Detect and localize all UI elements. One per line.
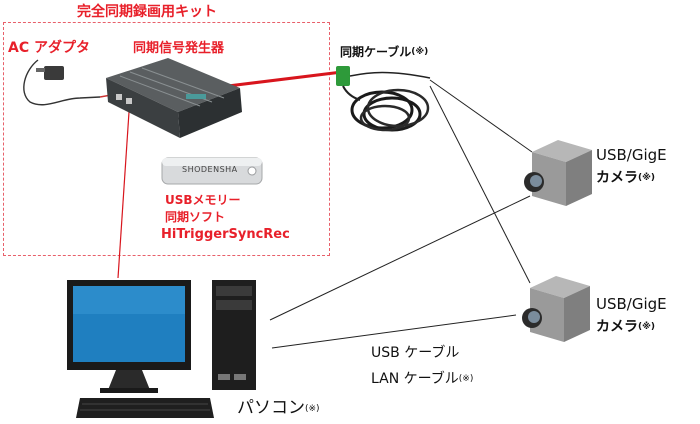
- sync-generator-icon: [106, 58, 242, 138]
- sync-software-label: 同期ソフト: [165, 210, 226, 224]
- sync-cable-label: 同期ケーブル(※): [340, 46, 428, 58]
- camera2-label: カメラ(※): [596, 320, 655, 334]
- usb-brand-label: SHODENSHA: [182, 165, 238, 174]
- camera1-note: (※): [638, 173, 655, 183]
- sync-camera1-line: [429, 79, 533, 153]
- kit-title: 完全同期録画用キット: [77, 4, 217, 20]
- pc-text: パソコン: [237, 398, 305, 418]
- lan-cable-label: LAN ケーブル(※): [371, 372, 473, 386]
- generator-pc-line: [117, 111, 130, 279]
- sync-cable-text: 同期ケーブル: [340, 45, 412, 59]
- generator-sync-line: [227, 70, 343, 88]
- ac-adapter-icon: [23, 59, 129, 106]
- usb-memory-icon: [161, 157, 263, 185]
- camera1-icon: [524, 140, 592, 206]
- camera2-note: (※): [638, 322, 655, 332]
- usb-cable-label: USB ケーブル: [371, 345, 460, 361]
- camera2-text: カメラ: [596, 319, 638, 335]
- camera2-icon: [522, 276, 590, 342]
- pc-tower-icon: [212, 280, 256, 390]
- usb-memory-label: USBメモリー: [165, 193, 241, 207]
- sync-cable-note: (※): [411, 47, 429, 57]
- kit-frame: [3, 22, 330, 256]
- sync-cable-coil-icon: [336, 66, 431, 132]
- pc-label: パソコン(※): [237, 400, 320, 417]
- lan-cable-text: LAN ケーブル: [371, 371, 459, 387]
- pc-monitor-icon: [67, 280, 191, 393]
- software-name-label: HiTriggerSyncRec: [161, 227, 290, 242]
- ac-adapter-label: AC アダプタ: [8, 40, 90, 56]
- pc-camera2-line: [271, 314, 517, 349]
- camera1-text: カメラ: [596, 170, 638, 186]
- sync-camera2-line: [429, 85, 531, 284]
- lan-cable-note: (※): [458, 374, 474, 384]
- camera1-label: カメラ(※): [596, 171, 655, 185]
- generator-label: 同期信号発生器: [133, 41, 225, 56]
- pc-camera1-line: [269, 195, 531, 321]
- camera2-type-label: USB/GigE: [596, 295, 667, 313]
- camera1-type-label: USB/GigE: [596, 146, 667, 164]
- pc-note: (※): [305, 404, 320, 414]
- keyboard-icon: [76, 398, 214, 418]
